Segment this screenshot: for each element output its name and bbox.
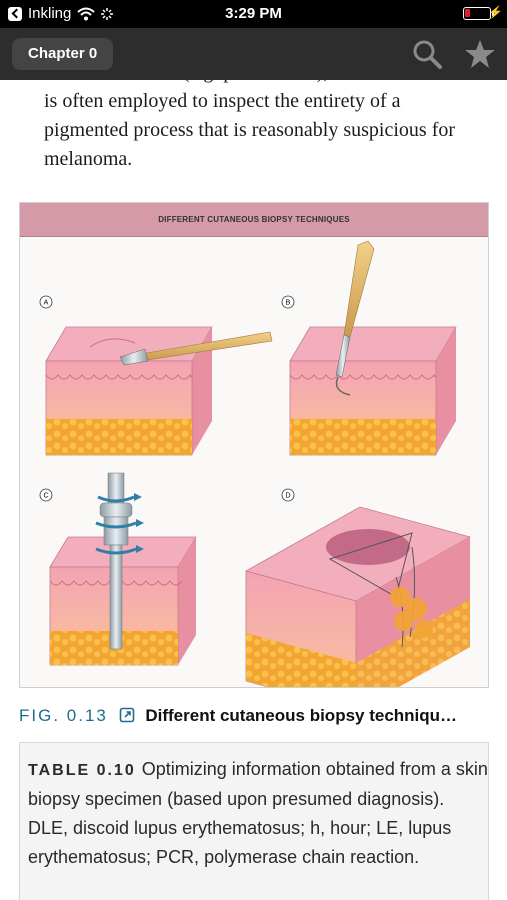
loading-spinner-icon [101,7,114,20]
panel-b-scoop-biopsy [289,240,457,456]
top-nav-bar: Chapter 0 [0,28,507,80]
reader-content[interactable]: subcutaneous fat (e.g. panniculitis), wh… [0,80,507,900]
search-icon[interactable] [409,36,445,72]
status-time: 3:29 PM [225,5,282,22]
panel-a-shave-biopsy [45,326,273,456]
panel-label-b: B [286,300,291,307]
body-paragraph: subcutaneous fat (e.g. panniculitis), wh… [44,80,473,170]
table-abbreviations: DLE, discoid lupus erythematosus; h, hou… [28,818,452,867]
panel-label-a: A [44,300,49,307]
figure-number: FIG. 0.13 [19,706,108,725]
open-figure-icon[interactable] [119,707,135,723]
wifi-icon [77,7,96,20]
table-number: TABLE 0.10 [28,762,136,779]
status-bar: Inkling 3:29 PM ⚡ [0,0,507,28]
battery-icon [463,7,494,20]
chapter-button[interactable]: Chapter 0 [12,38,114,70]
charging-icon: ⚡ [488,5,503,19]
figure-biopsy-techniques[interactable]: DIFFERENT CUTANEOUS BIOPSY TECHNIQUES [19,202,489,712]
panel-d-excisional-biopsy [244,506,472,712]
carrier-label: Inkling [28,5,72,22]
figure-caption[interactable]: FIG. 0.13 Different cutaneous biopsy tec… [19,706,489,726]
back-to-app-icon[interactable] [8,6,22,21]
star-icon[interactable] [462,36,498,72]
panel-label-d: D [285,493,290,500]
panel-c-punch-biopsy [49,472,197,666]
figure-title: DIFFERENT CUTANEOUS BIOPSY TECHNIQUES [20,203,488,237]
table-title: Optimizing information obtained from a s… [28,759,488,809]
figure-caption-text: Different cutaneous biopsy techniqu… [145,706,458,725]
biopsy-illustration: A B C D [39,240,472,712]
panel-label-c: C [43,493,48,500]
